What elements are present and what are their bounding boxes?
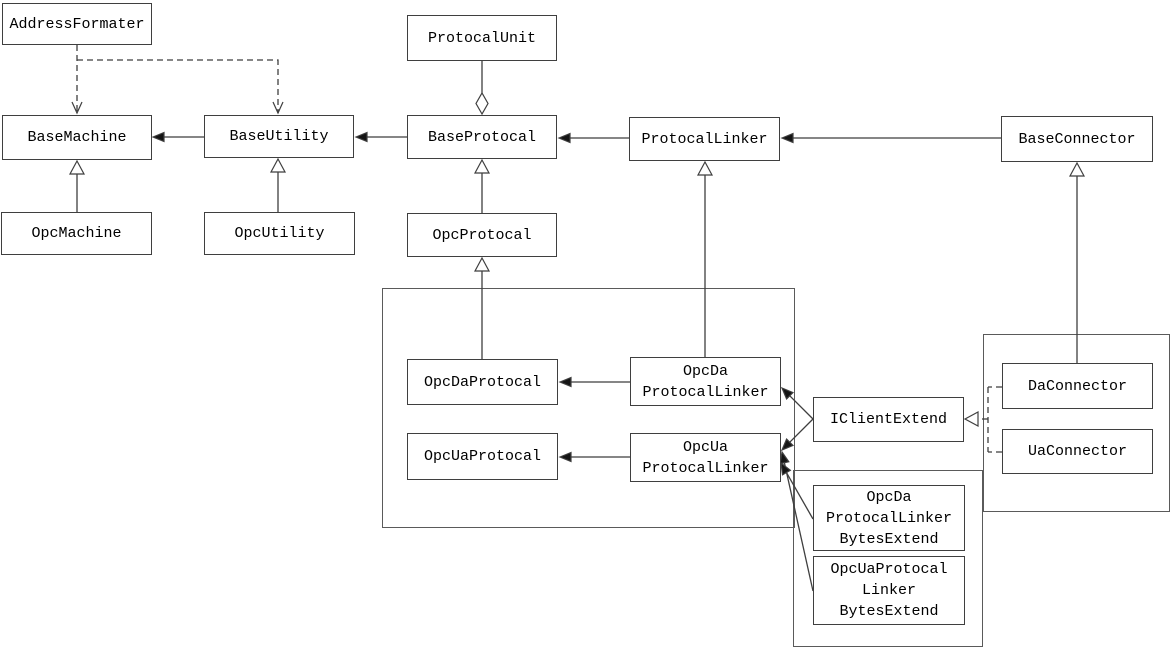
edge-opcdalinker-to-opcdaprotocal	[558, 376, 630, 388]
class-node-base-machine: BaseMachine	[2, 115, 152, 160]
edge-baseconnector-to-protocallinker	[780, 132, 1001, 144]
protocalunit-aggregates-baseprotocal-arrowhead	[475, 91, 489, 116]
class-node-opc-machine: OpcMachine	[1, 212, 152, 255]
class-node-opc-da-protocal-linker: OpcDa ProtocalLinker	[630, 357, 781, 406]
edge-protocallinker-to-baseprotocal	[557, 132, 629, 144]
edge-opcmachine-inherits-basemachine	[68, 159, 86, 212]
opcuabytes-to-opcualinker-line	[783, 459, 814, 592]
edge-daconnector-inherits-baseconnector	[1068, 161, 1086, 363]
class-node-da-connector: DaConnector	[1002, 363, 1153, 409]
class-node-protocal-unit: ProtocalUnit	[407, 15, 557, 61]
opcdalinker-inherits-protocallinker-arrowhead	[696, 160, 714, 176]
edge-opcprotocal-inherits-baseprotocal	[473, 158, 491, 213]
opcdabytes-to-opcualinker-arrowhead	[780, 461, 792, 476]
edge-connectors-realize-iclientextend	[963, 410, 988, 428]
iclientextend-to-opcdalinker-line	[787, 393, 814, 420]
class-node-protocal-linker: ProtocalLinker	[629, 117, 780, 161]
class-node-opc-ua-protocal: OpcUaProtocal	[407, 433, 558, 480]
edge-iclientextend-to-opcualinker	[780, 418, 814, 452]
class-node-opc-ua-protocal-linker: OpcUa ProtocalLinker	[630, 433, 781, 482]
addressformater-dep-baseutility-line	[77, 59, 279, 113]
daconnector-inherits-baseconnector-arrowhead	[1068, 161, 1086, 177]
class-node-opc-da-protocal: OpcDaProtocal	[407, 359, 558, 405]
connectors-realize-iclientextend-arrowhead	[963, 410, 979, 428]
opcdabytes-to-opcualinker-line	[784, 469, 814, 520]
class-node-opc-utility: OpcUtility	[204, 212, 355, 255]
class-node-base-connector: BaseConnector	[1001, 116, 1153, 162]
class-node-i-client-extend: IClientExtend	[813, 397, 964, 442]
class-node-ua-connector: UaConnector	[1002, 429, 1153, 474]
edge-protocalunit-aggregates-baseprotocal	[475, 61, 489, 116]
edge-baseutility-to-basemachine	[151, 131, 204, 143]
edge-opcdaprotocal-inherits-opcprotocal	[473, 256, 491, 359]
opcuabytes-to-opcualinker-arrowhead	[779, 450, 790, 465]
class-node-opc-protocal: OpcProtocal	[407, 213, 557, 257]
class-node-base-utility: BaseUtility	[204, 115, 354, 158]
baseutility-to-basemachine-arrowhead	[151, 131, 165, 143]
edge-addressformater-dep-basemachine	[71, 45, 83, 115]
opcdaprotocal-inherits-opcprotocal-arrowhead	[473, 256, 491, 272]
addressformater-dep-basemachine-arrowhead	[71, 101, 83, 115]
iclientextend-to-opcualinker-line	[787, 418, 814, 445]
edge-opcuabytes-to-opcualinker	[779, 450, 814, 592]
opcualinker-to-opcuaprotocal-arrowhead	[558, 451, 572, 463]
addressformater-dep-baseutility-arrowhead	[272, 101, 284, 115]
container-bytes-extend-group	[793, 470, 983, 647]
edge-addressformater-dep-baseutility	[77, 59, 284, 115]
iclientextend-to-opcdalinker-arrowhead	[780, 386, 795, 401]
opcmachine-inherits-basemachine-arrowhead	[68, 159, 86, 175]
baseprotocal-to-baseutility-arrowhead	[354, 131, 368, 143]
class-node-opc-ua-protocal-linker-bytes: OpcUaProtocal Linker BytesExtend	[813, 556, 965, 625]
edge-opcualinker-to-opcuaprotocal	[558, 451, 630, 463]
class-node-opc-da-protocal-linker-bytes: OpcDa ProtocalLinker BytesExtend	[813, 485, 965, 551]
edge-baseprotocal-to-baseutility	[354, 131, 407, 143]
iclientextend-to-opcualinker-arrowhead	[780, 437, 795, 452]
baseconnector-to-protocallinker-arrowhead	[780, 132, 794, 144]
class-node-address-formater: AddressFormater	[2, 3, 152, 45]
opcprotocal-inherits-baseprotocal-arrowhead	[473, 158, 491, 174]
edge-opcdabytes-to-opcualinker	[780, 461, 814, 520]
class-node-base-protocal: BaseProtocal	[407, 115, 557, 159]
container-opc-protocal-group	[382, 288, 795, 528]
edge-iclientextend-to-opcdalinker	[780, 386, 814, 420]
edge-opcdalinker-inherits-protocallinker	[696, 160, 714, 357]
opcutility-inherits-baseutility-arrowhead	[269, 157, 287, 173]
opcdalinker-to-opcdaprotocal-arrowhead	[558, 376, 572, 388]
protocallinker-to-baseprotocal-arrowhead	[557, 132, 571, 144]
edge-opcutility-inherits-baseutility	[269, 157, 287, 212]
